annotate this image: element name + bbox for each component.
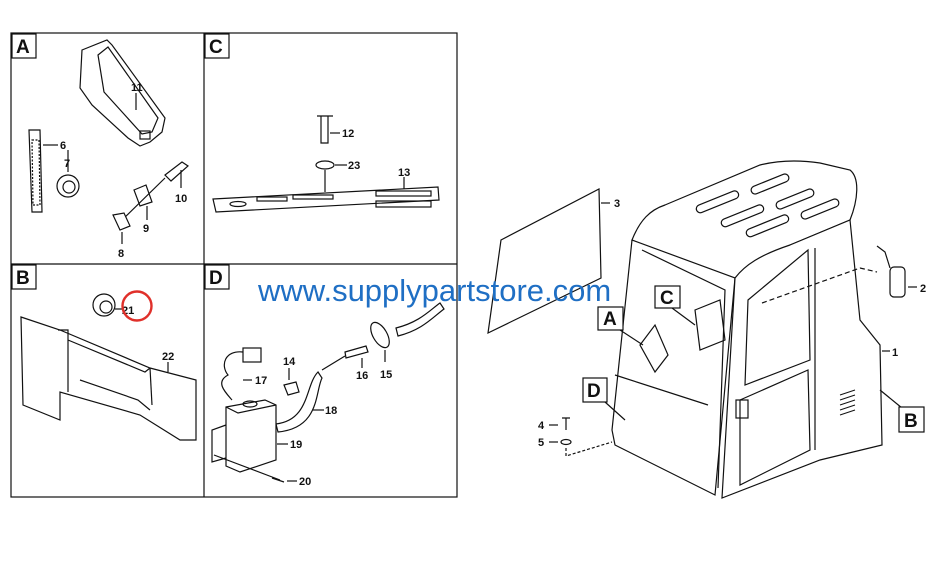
callout-22: 22 <box>162 351 174 363</box>
section-marker-a: A <box>597 306 624 331</box>
mirror-part-2 <box>889 266 906 298</box>
bracket-part-9 <box>133 184 153 207</box>
trim-rail-part-13 <box>212 186 440 213</box>
callout-5: 5 <box>538 437 544 449</box>
detail-panels-frame <box>10 32 458 498</box>
callout-3: 3 <box>614 198 620 210</box>
window-glass-part-3 <box>487 188 602 335</box>
panel-label-d: D <box>209 268 223 289</box>
panel-label-b: B <box>16 268 30 289</box>
tube-part <box>395 302 445 337</box>
grille-part <box>28 129 43 213</box>
pin-part-10 <box>164 161 189 182</box>
svg-text:B: B <box>904 411 918 432</box>
tie-part-15 <box>370 321 390 349</box>
wire-part-17 <box>221 351 244 401</box>
connector-part-16 <box>344 345 369 359</box>
callout-12: 12 <box>342 128 354 140</box>
panel-c: C 12 23 13 <box>204 33 440 213</box>
section-marker-d: D <box>582 377 608 403</box>
section-marker-c: C <box>654 285 681 309</box>
knob-part-21 <box>92 293 116 317</box>
hose-part-18 <box>275 371 323 433</box>
callout-10: 10 <box>175 193 187 205</box>
callout-11: 11 <box>131 82 143 94</box>
callout-15: 15 <box>380 369 392 381</box>
watermark-text: www.supplypartstore.com <box>257 273 611 308</box>
clamp-part-14 <box>283 381 300 396</box>
panel-d: D 17 14 18 16 15 19 20 <box>204 264 445 488</box>
callout-1: 1 <box>892 347 898 359</box>
screw-part-12 <box>317 115 333 144</box>
washer-tank-part-19 <box>211 399 277 473</box>
svg-text:D: D <box>587 381 601 402</box>
panel-label-c: C <box>209 37 223 58</box>
washer-part-23 <box>315 160 335 170</box>
callout-2: 2 <box>920 283 926 295</box>
callout-14: 14 <box>283 356 296 368</box>
clip-part-8 <box>112 212 131 231</box>
callout-9: 9 <box>143 223 149 235</box>
callout-13: 13 <box>398 167 410 179</box>
callout-19: 19 <box>290 439 302 451</box>
knob-part-7 <box>56 174 80 198</box>
armrest-cover-part <box>79 39 166 147</box>
panel-label-a: A <box>16 37 30 58</box>
callout-16: 16 <box>356 370 368 382</box>
panel-b: B 21 22 <box>11 264 197 441</box>
callout-6: 6 <box>60 140 66 152</box>
callout-4: 4 <box>538 420 545 432</box>
svg-text:C: C <box>660 288 674 309</box>
callout-17: 17 <box>255 375 267 387</box>
side-panel-part-22 <box>20 316 197 441</box>
callout-8: 8 <box>118 248 124 260</box>
callout-20: 20 <box>299 476 311 488</box>
cab-assembly-view: 3 2 1 4 <box>487 160 926 499</box>
callout-23: 23 <box>348 160 360 172</box>
panel-a: A 11 6 7 10 9 8 <box>11 33 189 260</box>
section-marker-b: B <box>898 406 925 433</box>
highlight-circle <box>121 290 153 322</box>
svg-text:A: A <box>603 309 617 330</box>
callout-18: 18 <box>325 405 337 417</box>
pump-connector-part <box>242 347 262 363</box>
callout-7: 7 <box>64 158 70 170</box>
